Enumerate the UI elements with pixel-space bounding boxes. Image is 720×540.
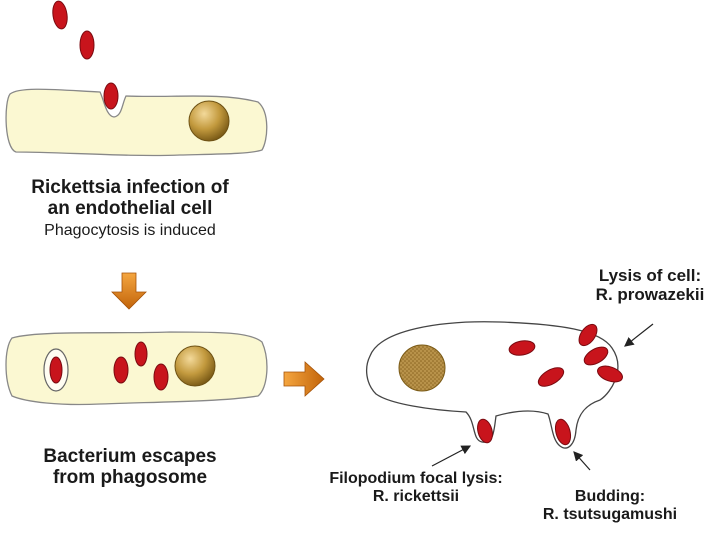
label-lysis: Lysis of cell: R. prowazekii [580,266,720,304]
bacterium [477,418,493,444]
bacterium [578,323,598,347]
nucleus-top [188,100,230,142]
pointer-arrow-budding [573,451,591,471]
nucleus-right [398,344,446,392]
label-lysis-line2: R. prowazekii [595,285,705,305]
pointer-arrow-lysis [624,323,654,347]
label-lysis-line1: Lysis of cell: [598,266,702,285]
bacterium [79,30,95,60]
label-infection: Rickettsia infection of an endothelial c… [25,177,235,239]
label-infection-sub: Phagocytosis is induced [44,221,216,239]
label-budding-line1: Budding: [574,488,646,505]
bacterium [508,340,536,356]
label-filopodium: Filopodium focal lysis: R. rickettsii [316,470,516,506]
arrow-down [111,272,147,310]
bacterium [597,365,623,383]
label-escape-line2: from phagosome [52,467,208,489]
label-escape-line1: Bacterium escapes [43,446,217,467]
label-budding-line2: R. tsutsugamushi [542,505,678,523]
label-infection-line1: Rickettsia infection of [31,177,229,198]
bacterium [583,346,609,366]
arrow-right [283,361,325,397]
pointer-arrow-filopodium [431,445,472,467]
bacterium [134,341,148,367]
bacterium [554,418,572,446]
nucleus-middle [174,345,216,387]
label-infection-line2: an endothelial cell [47,198,213,220]
label-escape: Bacterium escapes from phagosome [25,446,235,489]
label-budding: Budding: R. tsutsugamushi [520,488,700,524]
bacterium [103,82,119,110]
bacterium [153,363,169,391]
bacterium [113,356,129,384]
bacterium [49,356,63,384]
label-filopodium-line2: R. rickettsii [372,487,460,505]
label-filopodium-line1: Filopodium focal lysis: [329,470,503,487]
bacterium [52,0,68,30]
bacterium [537,367,565,387]
